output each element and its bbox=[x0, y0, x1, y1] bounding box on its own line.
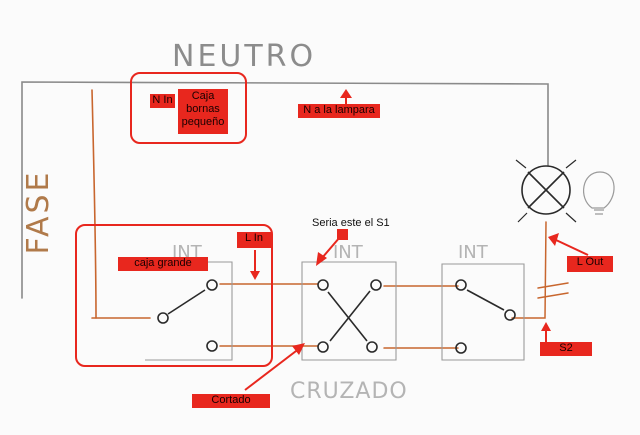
annotation-arrows bbox=[244, 89, 589, 391]
s1-marker bbox=[337, 229, 348, 240]
caja-grande-outline bbox=[75, 224, 273, 367]
lamp-return-wire bbox=[511, 221, 569, 319]
cruzado-label: CRUZADO bbox=[290, 379, 408, 404]
switch-1 bbox=[157, 279, 218, 352]
traveller-wires bbox=[219, 283, 459, 349]
crossover-switch bbox=[317, 279, 382, 353]
s2-label: S2 bbox=[540, 342, 592, 356]
bulb-icon bbox=[583, 171, 615, 215]
l-out-label: L Out bbox=[567, 256, 613, 272]
neutral-wire bbox=[21, 81, 549, 299]
cortado-label: Cortado bbox=[192, 394, 270, 408]
neutro-label: NEUTRO bbox=[172, 39, 316, 74]
caja-bornas-line-1: Caja bbox=[191, 90, 215, 102]
caja-bornas-line-3: pequeño bbox=[181, 116, 225, 128]
caja-bornas-label: Caja bornas pequeño bbox=[178, 89, 228, 134]
switch-boxes bbox=[145, 261, 525, 361]
int-label-2: INT bbox=[333, 242, 364, 263]
lamp-icon bbox=[515, 159, 577, 223]
n-in-label: N In bbox=[150, 94, 175, 108]
int-label-3: INT bbox=[458, 242, 489, 263]
caja-grande-label: caja grande bbox=[118, 257, 208, 271]
caja-bornas-outline bbox=[130, 72, 247, 144]
n-lampara-label: N a la lampara bbox=[298, 104, 380, 118]
seria-s1-label: Seria este el S1 bbox=[312, 217, 390, 229]
phase-wire bbox=[91, 89, 151, 319]
fase-label: FASE bbox=[21, 169, 56, 254]
l-in-label: L In bbox=[237, 232, 271, 248]
caja-bornas-line-2: bornas bbox=[186, 103, 220, 115]
switch-2 bbox=[455, 279, 516, 354]
